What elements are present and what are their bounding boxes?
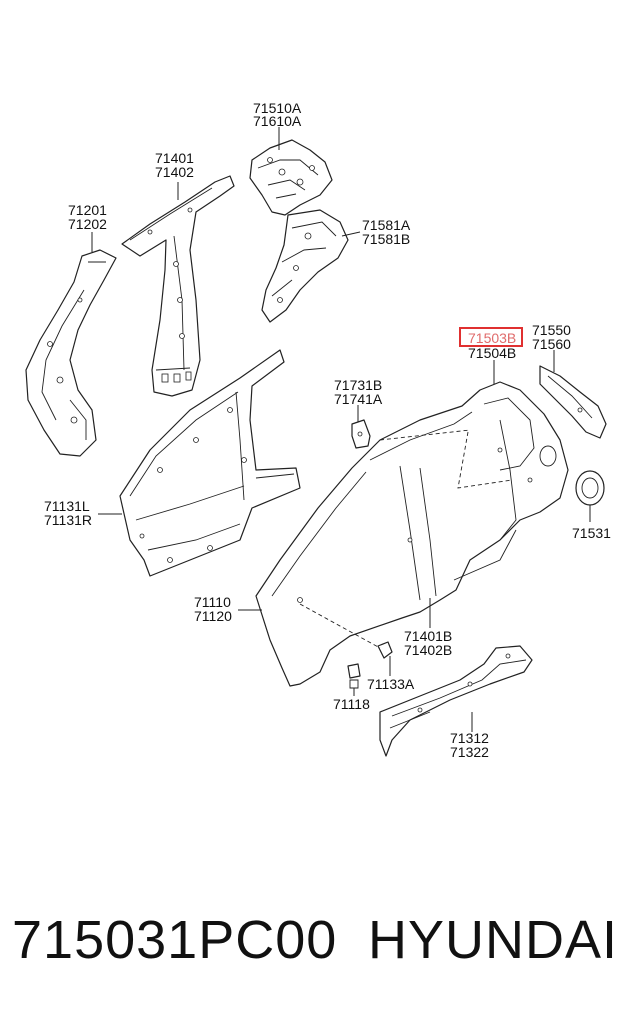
label-71201: 71201 (68, 202, 107, 218)
label-71741a: 71741A (334, 391, 383, 407)
part-71201 (25, 249, 117, 457)
label-71131r: 71131R (44, 512, 92, 528)
label-71118: 71118 (333, 696, 370, 712)
part-71503b (255, 381, 569, 687)
part-71550 (539, 365, 607, 439)
label-71402: 71402 (155, 164, 194, 180)
label-71402b: 71402B (404, 642, 452, 658)
label-71401: 71401 (155, 150, 194, 166)
label-71110: 71110 (194, 594, 231, 610)
label-71581b: 71581B (362, 231, 410, 247)
part-71312 (379, 645, 533, 757)
label-71731b: 71731B (334, 377, 382, 393)
part-71581a (261, 209, 349, 323)
label-71504b: 71504B (468, 345, 516, 361)
label-71322: 71322 (450, 744, 489, 760)
label-71610a: 71610A (253, 113, 302, 129)
label-71510a: 71510A (253, 100, 302, 116)
label-71131l: 71131L (44, 498, 90, 514)
part-71131l (119, 349, 301, 577)
part-71133a (377, 641, 393, 659)
part-71401 (121, 175, 235, 397)
label-71560: 71560 (532, 336, 571, 352)
part-71731b (351, 419, 371, 449)
label-71550: 71550 (532, 322, 571, 338)
part-number: 715031PC00 (12, 910, 338, 970)
label-71202: 71202 (68, 216, 107, 232)
label-71312: 71312 (450, 730, 489, 746)
part-71510a (249, 139, 333, 216)
footer: 715031PC00 HYUNDAI (0, 895, 620, 985)
part-71118 (347, 663, 361, 689)
label-71401b: 71401B (404, 628, 452, 644)
parts-diagram: 71510A 71610A 71581A 71581B 71401 71402 (25, 100, 611, 760)
brand-name: HYUNDAI (368, 910, 619, 970)
label-71581a: 71581A (362, 217, 411, 233)
label-71503b-highlighted: 71503B (468, 330, 516, 346)
label-71133a: 71133A (367, 676, 415, 692)
label-71120: 71120 (194, 608, 232, 624)
part-71531 (575, 470, 605, 506)
highlight-box (459, 327, 523, 347)
label-71531: 71531 (572, 525, 611, 541)
